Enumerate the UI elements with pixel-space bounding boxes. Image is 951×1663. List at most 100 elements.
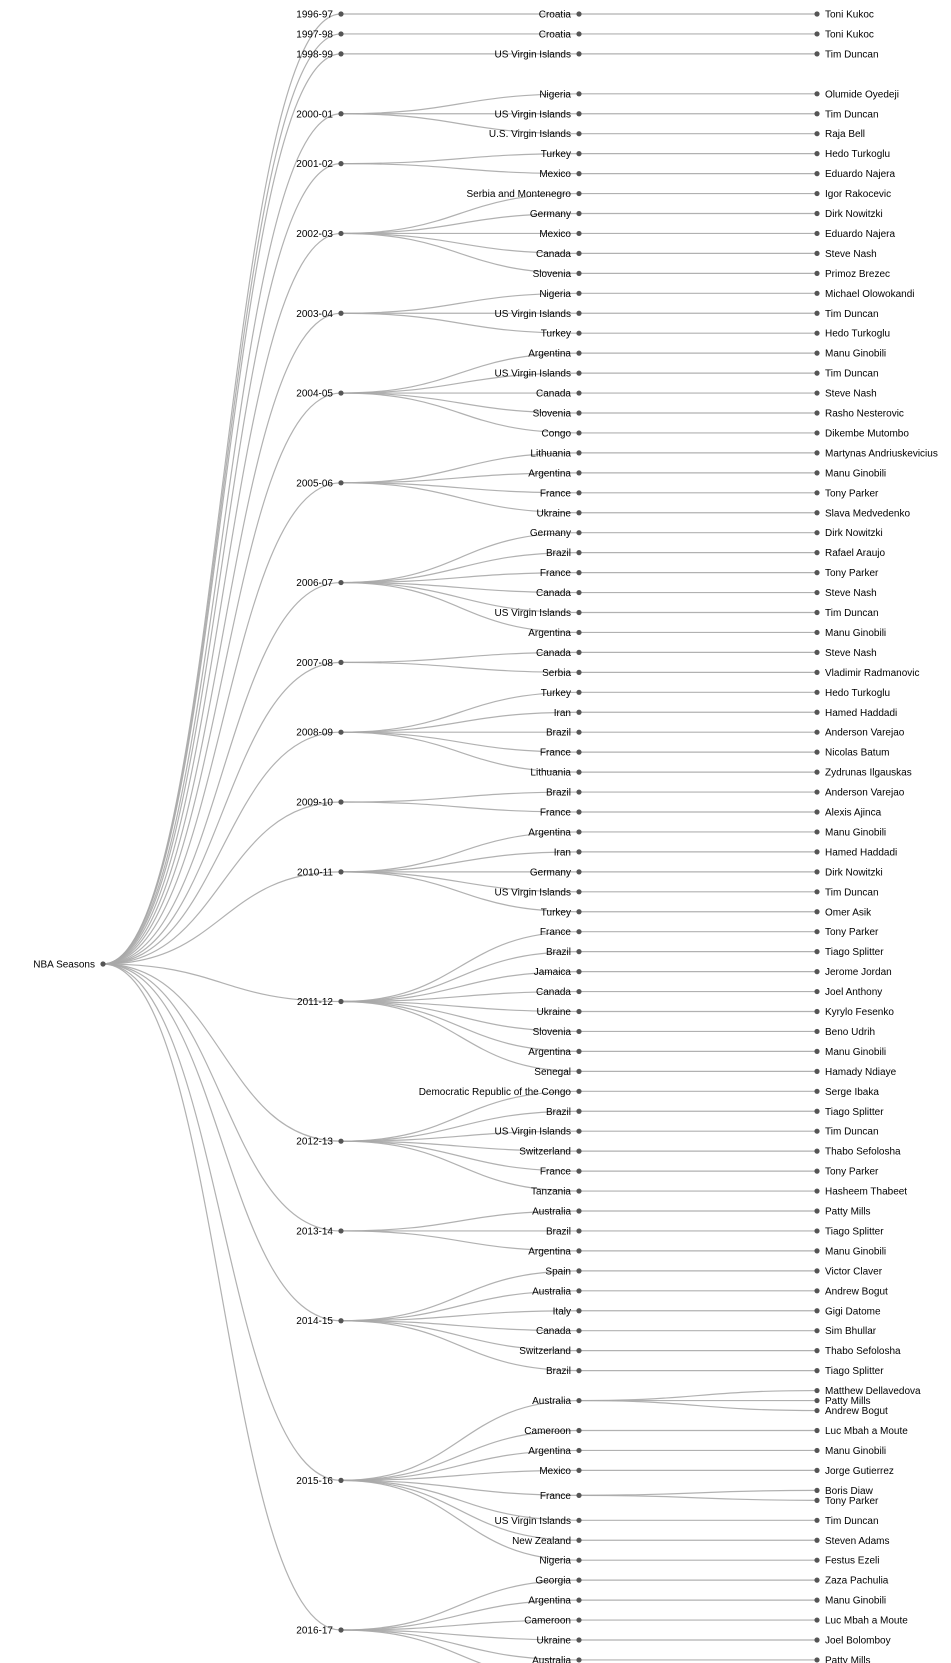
player-node[interactable] xyxy=(814,1148,820,1154)
player-node[interactable] xyxy=(814,709,820,715)
country-node[interactable] xyxy=(576,1148,582,1154)
player-node[interactable] xyxy=(814,310,820,316)
player-node[interactable] xyxy=(814,1108,820,1114)
player-node[interactable] xyxy=(814,789,820,795)
country-node[interactable] xyxy=(576,609,582,616)
player-node[interactable] xyxy=(814,1348,820,1354)
country-node[interactable] xyxy=(576,1467,582,1473)
country-node[interactable] xyxy=(576,1577,582,1583)
player-node[interactable] xyxy=(814,11,820,17)
player-node[interactable] xyxy=(814,609,820,616)
season-node[interactable] xyxy=(338,659,344,665)
player-node[interactable] xyxy=(814,510,820,516)
player-node[interactable] xyxy=(814,1577,820,1583)
player-node[interactable] xyxy=(814,570,820,576)
country-node[interactable] xyxy=(576,929,582,935)
player-node[interactable] xyxy=(814,809,820,815)
country-node[interactable] xyxy=(576,1348,582,1354)
country-node[interactable] xyxy=(576,1517,582,1523)
player-node[interactable] xyxy=(814,350,820,356)
player-node[interactable] xyxy=(814,1188,820,1194)
player-node[interactable] xyxy=(814,1407,820,1414)
player-node[interactable] xyxy=(814,330,820,336)
player-node[interactable] xyxy=(814,729,820,735)
player-node[interactable] xyxy=(814,1637,820,1643)
season-node[interactable] xyxy=(338,480,344,486)
season-node[interactable] xyxy=(338,390,344,396)
player-node[interactable] xyxy=(814,1497,820,1503)
player-node[interactable] xyxy=(814,1617,820,1623)
player-node[interactable] xyxy=(814,1597,820,1603)
player-node[interactable] xyxy=(814,450,820,456)
player-node[interactable] xyxy=(814,769,820,775)
country-node[interactable] xyxy=(576,270,582,276)
country-node[interactable] xyxy=(576,689,582,695)
player-node[interactable] xyxy=(814,390,820,396)
country-node[interactable] xyxy=(576,450,582,456)
season-node[interactable] xyxy=(338,51,344,57)
player-node[interactable] xyxy=(814,1557,820,1563)
country-node[interactable] xyxy=(576,889,582,895)
player-node[interactable] xyxy=(814,889,820,895)
player-node[interactable] xyxy=(814,929,820,935)
country-node[interactable] xyxy=(576,151,582,157)
player-node[interactable] xyxy=(814,849,820,855)
country-node[interactable] xyxy=(576,31,582,37)
country-node[interactable] xyxy=(576,390,582,396)
country-node[interactable] xyxy=(576,909,582,915)
country-node[interactable] xyxy=(576,530,582,536)
player-node[interactable] xyxy=(814,1328,820,1334)
player-node[interactable] xyxy=(814,1248,820,1254)
country-node[interactable] xyxy=(576,430,582,436)
player-node[interactable] xyxy=(814,530,820,536)
country-node[interactable] xyxy=(576,330,582,336)
country-node[interactable] xyxy=(576,669,582,675)
country-node[interactable] xyxy=(576,1557,582,1563)
country-node[interactable] xyxy=(576,171,582,177)
country-node[interactable] xyxy=(576,849,582,855)
country-node[interactable] xyxy=(576,370,582,376)
player-node[interactable] xyxy=(814,1088,820,1094)
country-node[interactable] xyxy=(576,1397,582,1404)
country-node[interactable] xyxy=(576,1248,582,1254)
season-node[interactable] xyxy=(338,799,344,805)
country-node[interactable] xyxy=(576,1208,582,1214)
country-node[interactable] xyxy=(576,629,582,636)
country-node[interactable] xyxy=(576,769,582,775)
player-node[interactable] xyxy=(814,1168,820,1174)
country-node[interactable] xyxy=(576,1168,582,1174)
season-node[interactable] xyxy=(338,310,344,316)
player-node[interactable] xyxy=(814,1487,820,1493)
player-node[interactable] xyxy=(814,430,820,436)
country-node[interactable] xyxy=(576,111,582,117)
country-node[interactable] xyxy=(576,1268,582,1274)
country-node[interactable] xyxy=(576,350,582,356)
player-node[interactable] xyxy=(814,230,820,237)
country-node[interactable] xyxy=(576,131,582,137)
country-node[interactable] xyxy=(576,1447,582,1454)
country-node[interactable] xyxy=(576,1128,582,1134)
player-node[interactable] xyxy=(814,1397,820,1404)
country-node[interactable] xyxy=(576,1368,582,1374)
player-node[interactable] xyxy=(814,1028,820,1035)
player-node[interactable] xyxy=(814,649,820,656)
player-node[interactable] xyxy=(814,270,820,276)
player-node[interactable] xyxy=(814,869,820,875)
player-node[interactable] xyxy=(814,51,820,57)
player-node[interactable] xyxy=(814,1048,820,1054)
country-node[interactable] xyxy=(576,91,582,97)
player-node[interactable] xyxy=(814,171,820,177)
season-node[interactable] xyxy=(338,1318,344,1324)
player-node[interactable] xyxy=(814,1537,820,1543)
country-node[interactable] xyxy=(576,470,582,476)
season-node[interactable] xyxy=(338,31,344,37)
season-node[interactable] xyxy=(338,579,344,586)
season-node[interactable] xyxy=(338,1228,344,1234)
player-node[interactable] xyxy=(814,470,820,476)
player-node[interactable] xyxy=(814,1068,820,1074)
player-node[interactable] xyxy=(814,1128,820,1134)
country-node[interactable] xyxy=(576,589,582,596)
country-node[interactable] xyxy=(576,1537,582,1543)
country-node[interactable] xyxy=(576,290,582,296)
player-node[interactable] xyxy=(814,1467,820,1473)
